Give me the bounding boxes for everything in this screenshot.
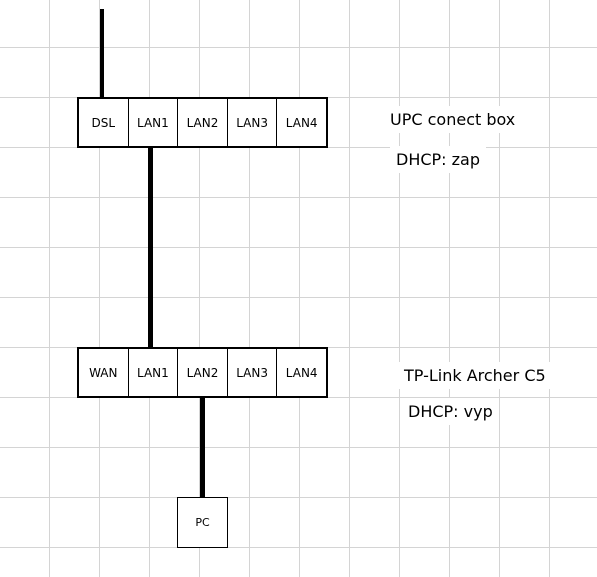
upc-dhcp-status: DHCP: zap bbox=[390, 146, 487, 173]
tplink-device-name: TP-Link Archer C5 bbox=[398, 362, 552, 389]
tplink-router: WAN LAN1 LAN2 LAN3 LAN4 bbox=[77, 347, 328, 398]
tplink-dhcp-status: DHCP: vyp bbox=[402, 398, 499, 425]
upc-port-lan3: LAN3 bbox=[226, 99, 277, 146]
tplink-port-wan: WAN bbox=[89, 365, 118, 380]
tplink-port-lan3: LAN3 bbox=[226, 349, 277, 396]
upc-device-name: UPC conect box bbox=[384, 106, 522, 133]
upc-port-lan1: LAN1 bbox=[127, 99, 178, 146]
upc-port-lan2: LAN2 bbox=[177, 99, 227, 146]
upc-port-lan4: LAN4 bbox=[276, 99, 326, 146]
pc-node: PC bbox=[177, 497, 228, 548]
tplink-port-lan4: LAN4 bbox=[276, 349, 326, 396]
upc-connect-box: DSL LAN1 LAN2 LAN3 LAN4 bbox=[77, 97, 328, 148]
dsl-uplink-cable bbox=[100, 9, 104, 98]
upc-port-dsl: DSL bbox=[91, 115, 116, 130]
tplink-lan2-to-pc-cable bbox=[200, 397, 205, 497]
tplink-port-lan1: LAN1 bbox=[127, 349, 178, 396]
upc-lan1-to-tplink-lan1-cable bbox=[148, 147, 153, 348]
tplink-port-lan2: LAN2 bbox=[177, 349, 227, 396]
